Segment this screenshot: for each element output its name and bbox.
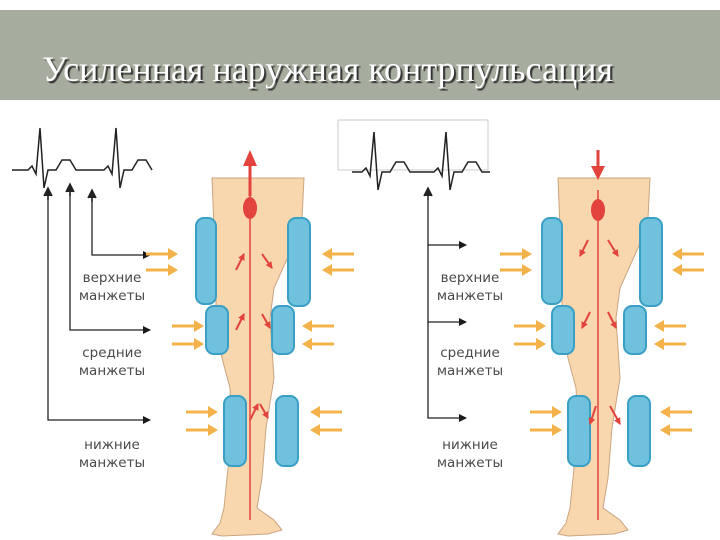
middle-cuffs-label-line1: средние — [82, 345, 142, 361]
upper-cuff-timing-arrow — [427, 200, 467, 249]
lower-cuffs-label-line2: манжеты — [79, 455, 145, 471]
middle-cuffs-label-line1: средние — [440, 345, 500, 361]
middle-cuff-right — [623, 305, 647, 355]
title-bar: Усиленная наружная контрпульсация — [0, 10, 720, 100]
left-panel: верхние манжеты средние манжеты нижние м… — [12, 127, 356, 537]
lower-cuff-timing-arrow — [47, 195, 151, 424]
slide-title: Усиленная наружная контрпульсация — [42, 49, 614, 89]
middle-cuff-right — [271, 305, 295, 355]
upper-cuff-right — [639, 217, 663, 307]
blood-flow-down-arrow — [591, 166, 605, 180]
lower-cuff-right — [275, 395, 299, 467]
artery-bulge — [591, 199, 605, 221]
right-panel: верхние манжеты средние манжеты нижние м… — [337, 119, 706, 537]
upper-cuffs-label-line1: верхние — [441, 270, 500, 286]
lower-cuffs-label-line1: нижние — [84, 437, 140, 453]
middle-cuffs-label-line2: манжеты — [79, 363, 145, 379]
upper-cuff-timing-arrow — [91, 198, 151, 259]
upper-cuffs-label-line2: манжеты — [79, 288, 145, 304]
artery-bulge — [243, 197, 257, 219]
blood-flow-up-arrow — [243, 150, 257, 166]
middle-cuff-timing-arrow — [69, 190, 151, 334]
internal-flow-arrows — [579, 239, 621, 425]
upper-cuff-right — [287, 217, 311, 307]
right-leg — [557, 177, 651, 537]
left-ecg-trace — [12, 127, 153, 189]
lower-cuff-left — [223, 395, 247, 467]
middle-cuff-left — [205, 305, 229, 355]
internal-flow-arrows — [235, 253, 273, 421]
ecg-frame — [337, 119, 489, 171]
lower-cuff-right — [627, 395, 651, 467]
upper-cuffs-label-line2: манжеты — [437, 288, 503, 304]
middle-cuff-left — [551, 305, 575, 355]
lower-cuffs-label-line1: нижние — [442, 437, 498, 453]
upper-cuff-left — [195, 217, 217, 305]
lower-cuff-timing-arrow — [427, 322, 467, 422]
lower-cuff-left — [567, 395, 591, 467]
upper-cuffs-label-line1: верхние — [83, 270, 142, 286]
middle-cuffs-label-line2: манжеты — [437, 363, 503, 379]
lower-cuffs-label-line2: манжеты — [437, 455, 503, 471]
ecg-marker-arrow — [423, 186, 433, 200]
right-ecg-trace — [352, 131, 490, 191]
upper-cuff-left — [541, 217, 563, 305]
